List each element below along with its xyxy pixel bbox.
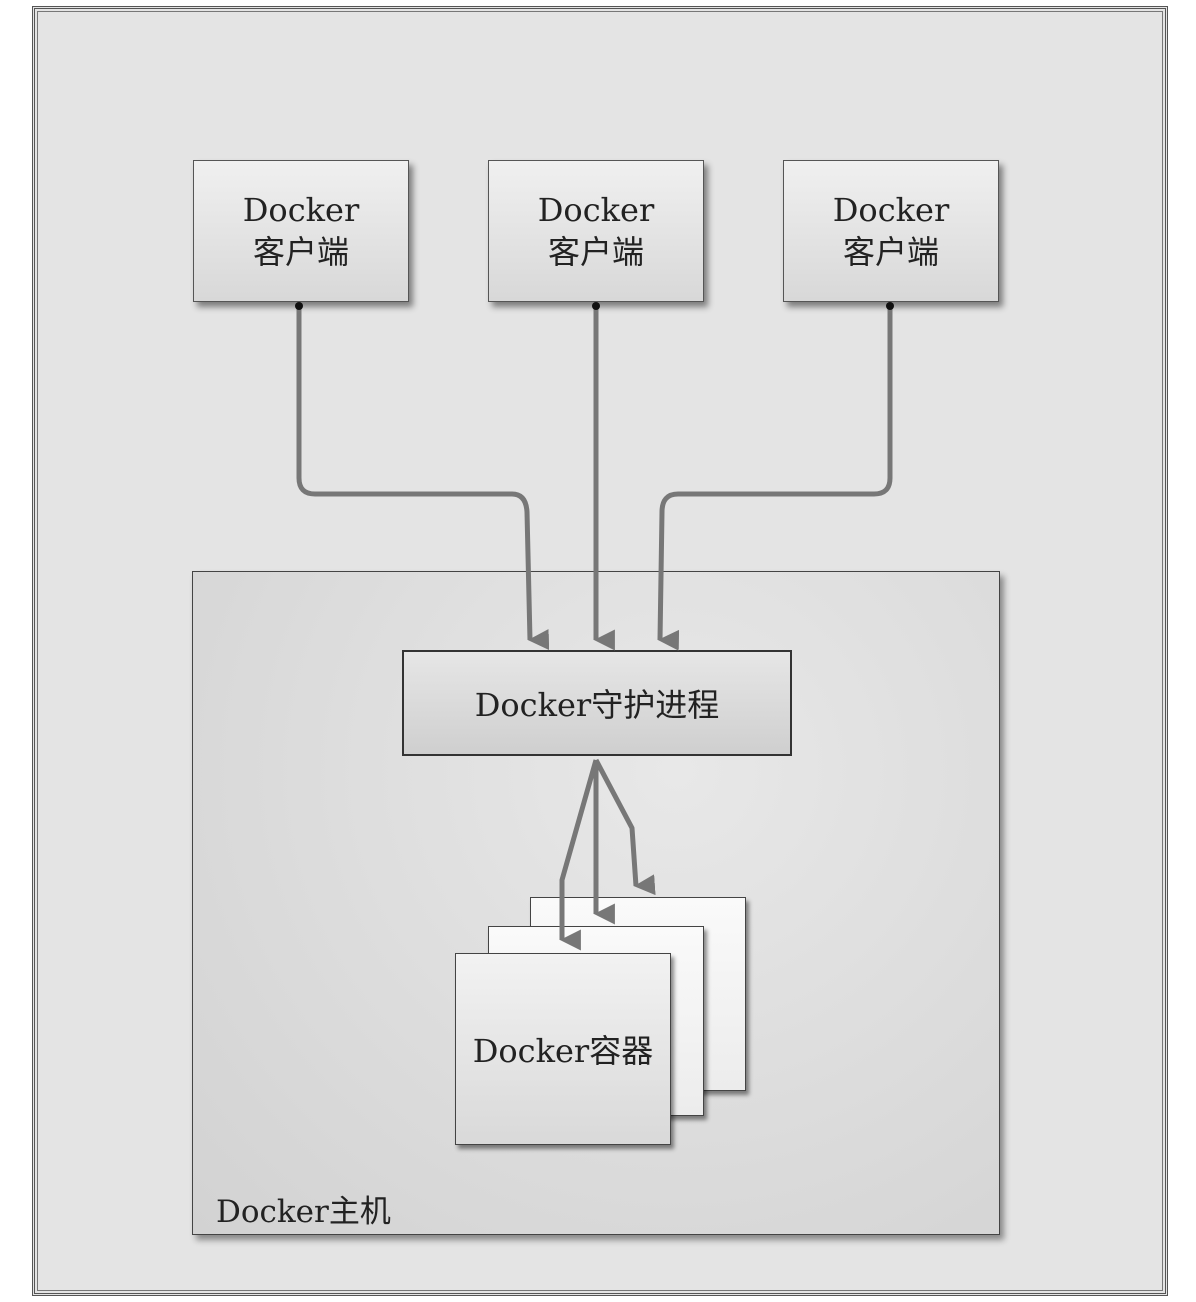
docker-container-front: Docker容器	[455, 953, 671, 1145]
docker-container-label: Docker容器	[472, 1032, 654, 1070]
docker-client-3: Docker 客户端	[783, 160, 999, 302]
docker-client-2: Docker 客户端	[488, 160, 704, 302]
client-3-role: 客户端	[842, 233, 939, 271]
docker-daemon-label: Docker守护进程	[474, 686, 720, 724]
client-3-name: Docker	[832, 191, 950, 229]
docker-client-1: Docker 客户端	[193, 160, 409, 302]
client-2-role: 客户端	[547, 233, 644, 271]
diagram-inner-border	[37, 11, 1163, 1291]
docker-host-label: Docker主机	[216, 1194, 391, 1230]
client-2-name: Docker	[537, 191, 655, 229]
client-1-role: 客户端	[252, 233, 349, 271]
docker-daemon-box: Docker守护进程	[402, 650, 792, 756]
client-1-name: Docker	[242, 191, 360, 229]
